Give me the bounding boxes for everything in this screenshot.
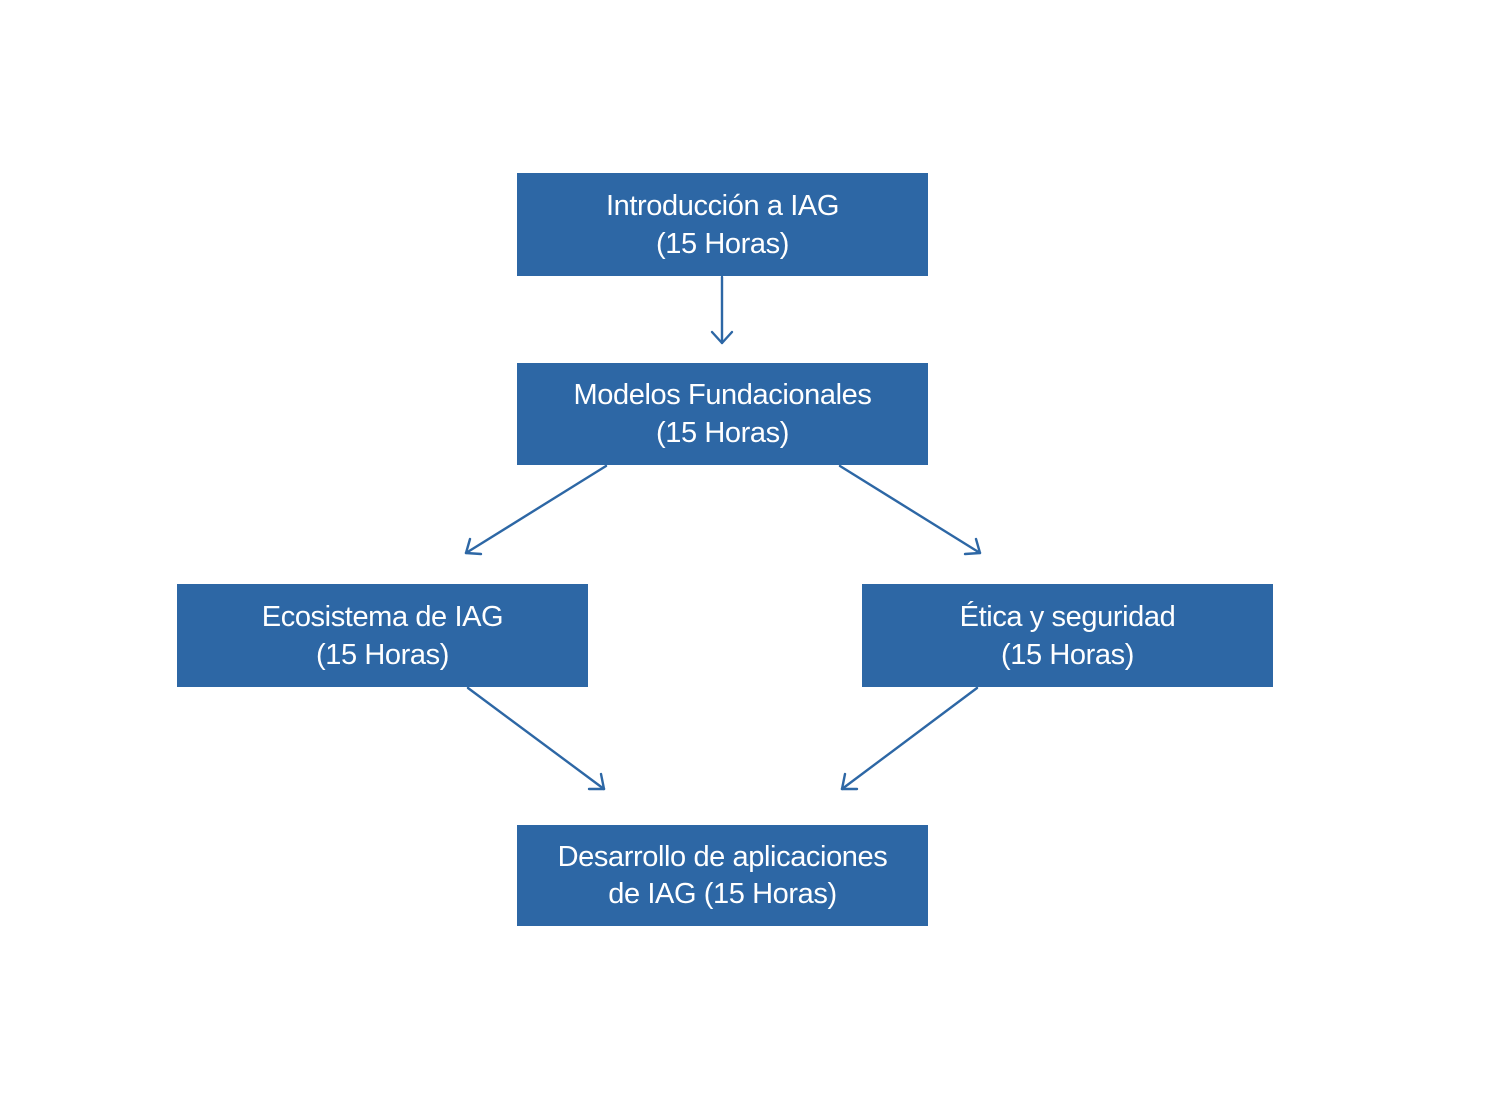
arrow-intro-to-modelos [710,275,734,345]
node-introduccion-iag: Introducción a IAG (15 Horas) [517,173,928,276]
node-desarrollo-aplicaciones-line1: Desarrollo de aplicaciones [557,840,888,873]
node-desarrollo-aplicaciones: Desarrollo de aplicaciones de IAG (15 Ho… [517,825,928,926]
node-ecosistema-iag: Ecosistema de IAG (15 Horas) [177,584,588,687]
node-introduccion-iag-hours: (15 Horas) [656,227,789,260]
node-ecosistema-iag-title: Ecosistema de IAG [261,600,504,633]
node-etica-seguridad-title: Ética y seguridad [959,600,1176,633]
arrow-modelos-to-etica [838,464,982,556]
node-modelos-fundacionales-title: Modelos Fundacionales [573,379,872,411]
arrow-ecosistema-to-desarrollo [466,686,606,791]
node-etica-seguridad: Ética y seguridad (15 Horas) [862,584,1273,687]
node-etica-seguridad-hours: (15 Horas) [1001,638,1134,671]
arrow-etica-to-desarrollo [840,686,979,791]
arrow-modelos-to-ecosistema [464,464,608,556]
node-modelos-fundacionales: Modelos Fundacionales (15 Horas) [517,363,928,465]
node-ecosistema-iag-hours: (15 Horas) [316,638,449,671]
node-modelos-fundacionales-hours: (15 Horas) [656,417,789,449]
node-desarrollo-aplicaciones-line2: de IAG (15 Horas) [608,877,837,910]
node-introduccion-iag-title: Introducción a IAG [606,189,839,222]
